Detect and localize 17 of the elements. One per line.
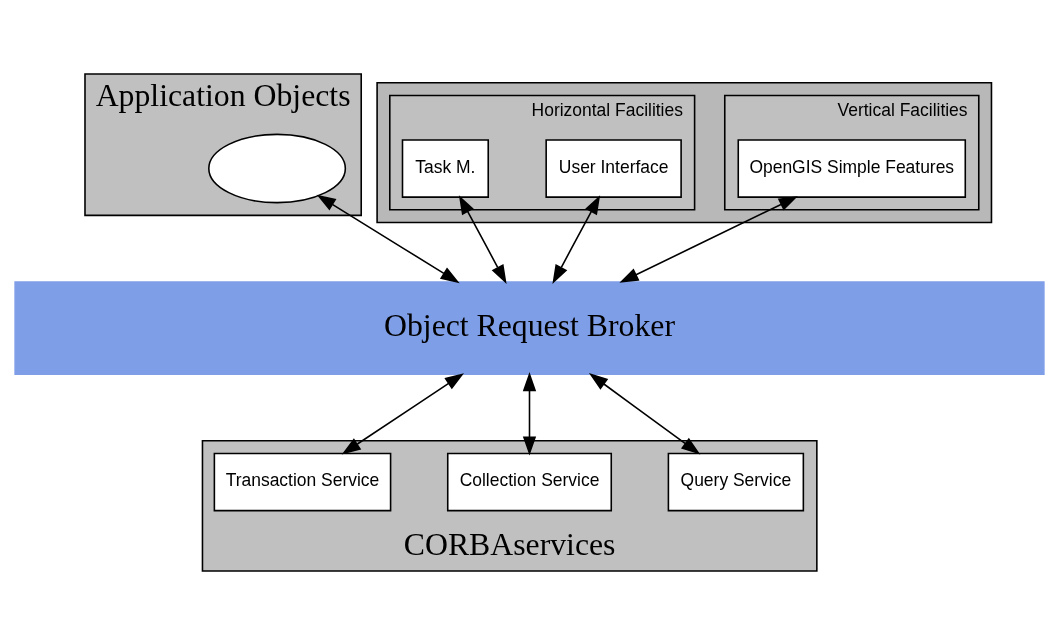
cluster: Application Objects xyxy=(84,72,362,216)
cluster xyxy=(376,81,993,223)
node-box: Query Service xyxy=(667,452,805,511)
arrow xyxy=(522,371,537,455)
arrow xyxy=(458,194,507,284)
arrow xyxy=(619,195,798,283)
node-box: Transaction Service xyxy=(213,452,392,511)
node-box: OpenGIS Simple Features xyxy=(737,138,967,198)
node-box: Collection Service xyxy=(446,452,613,511)
node-box: User Interface xyxy=(545,138,682,198)
arrow xyxy=(552,194,601,284)
arrow xyxy=(588,372,701,454)
arrow xyxy=(341,372,464,454)
node-box: Object Request Broker xyxy=(14,280,1045,375)
arrow xyxy=(316,194,460,283)
node-ellipse xyxy=(208,133,347,203)
node-box: Task M. xyxy=(401,138,489,198)
